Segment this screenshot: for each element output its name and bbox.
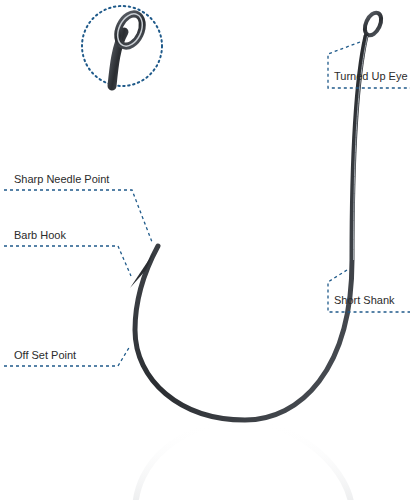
part-label: Short Shank xyxy=(334,294,395,307)
part-label: Sharp Needle Point xyxy=(14,173,109,186)
part-label: Off Set Point xyxy=(14,349,76,362)
part-label: Barb Hook xyxy=(14,229,66,242)
part-label: Turned Up Eye xyxy=(334,70,408,83)
